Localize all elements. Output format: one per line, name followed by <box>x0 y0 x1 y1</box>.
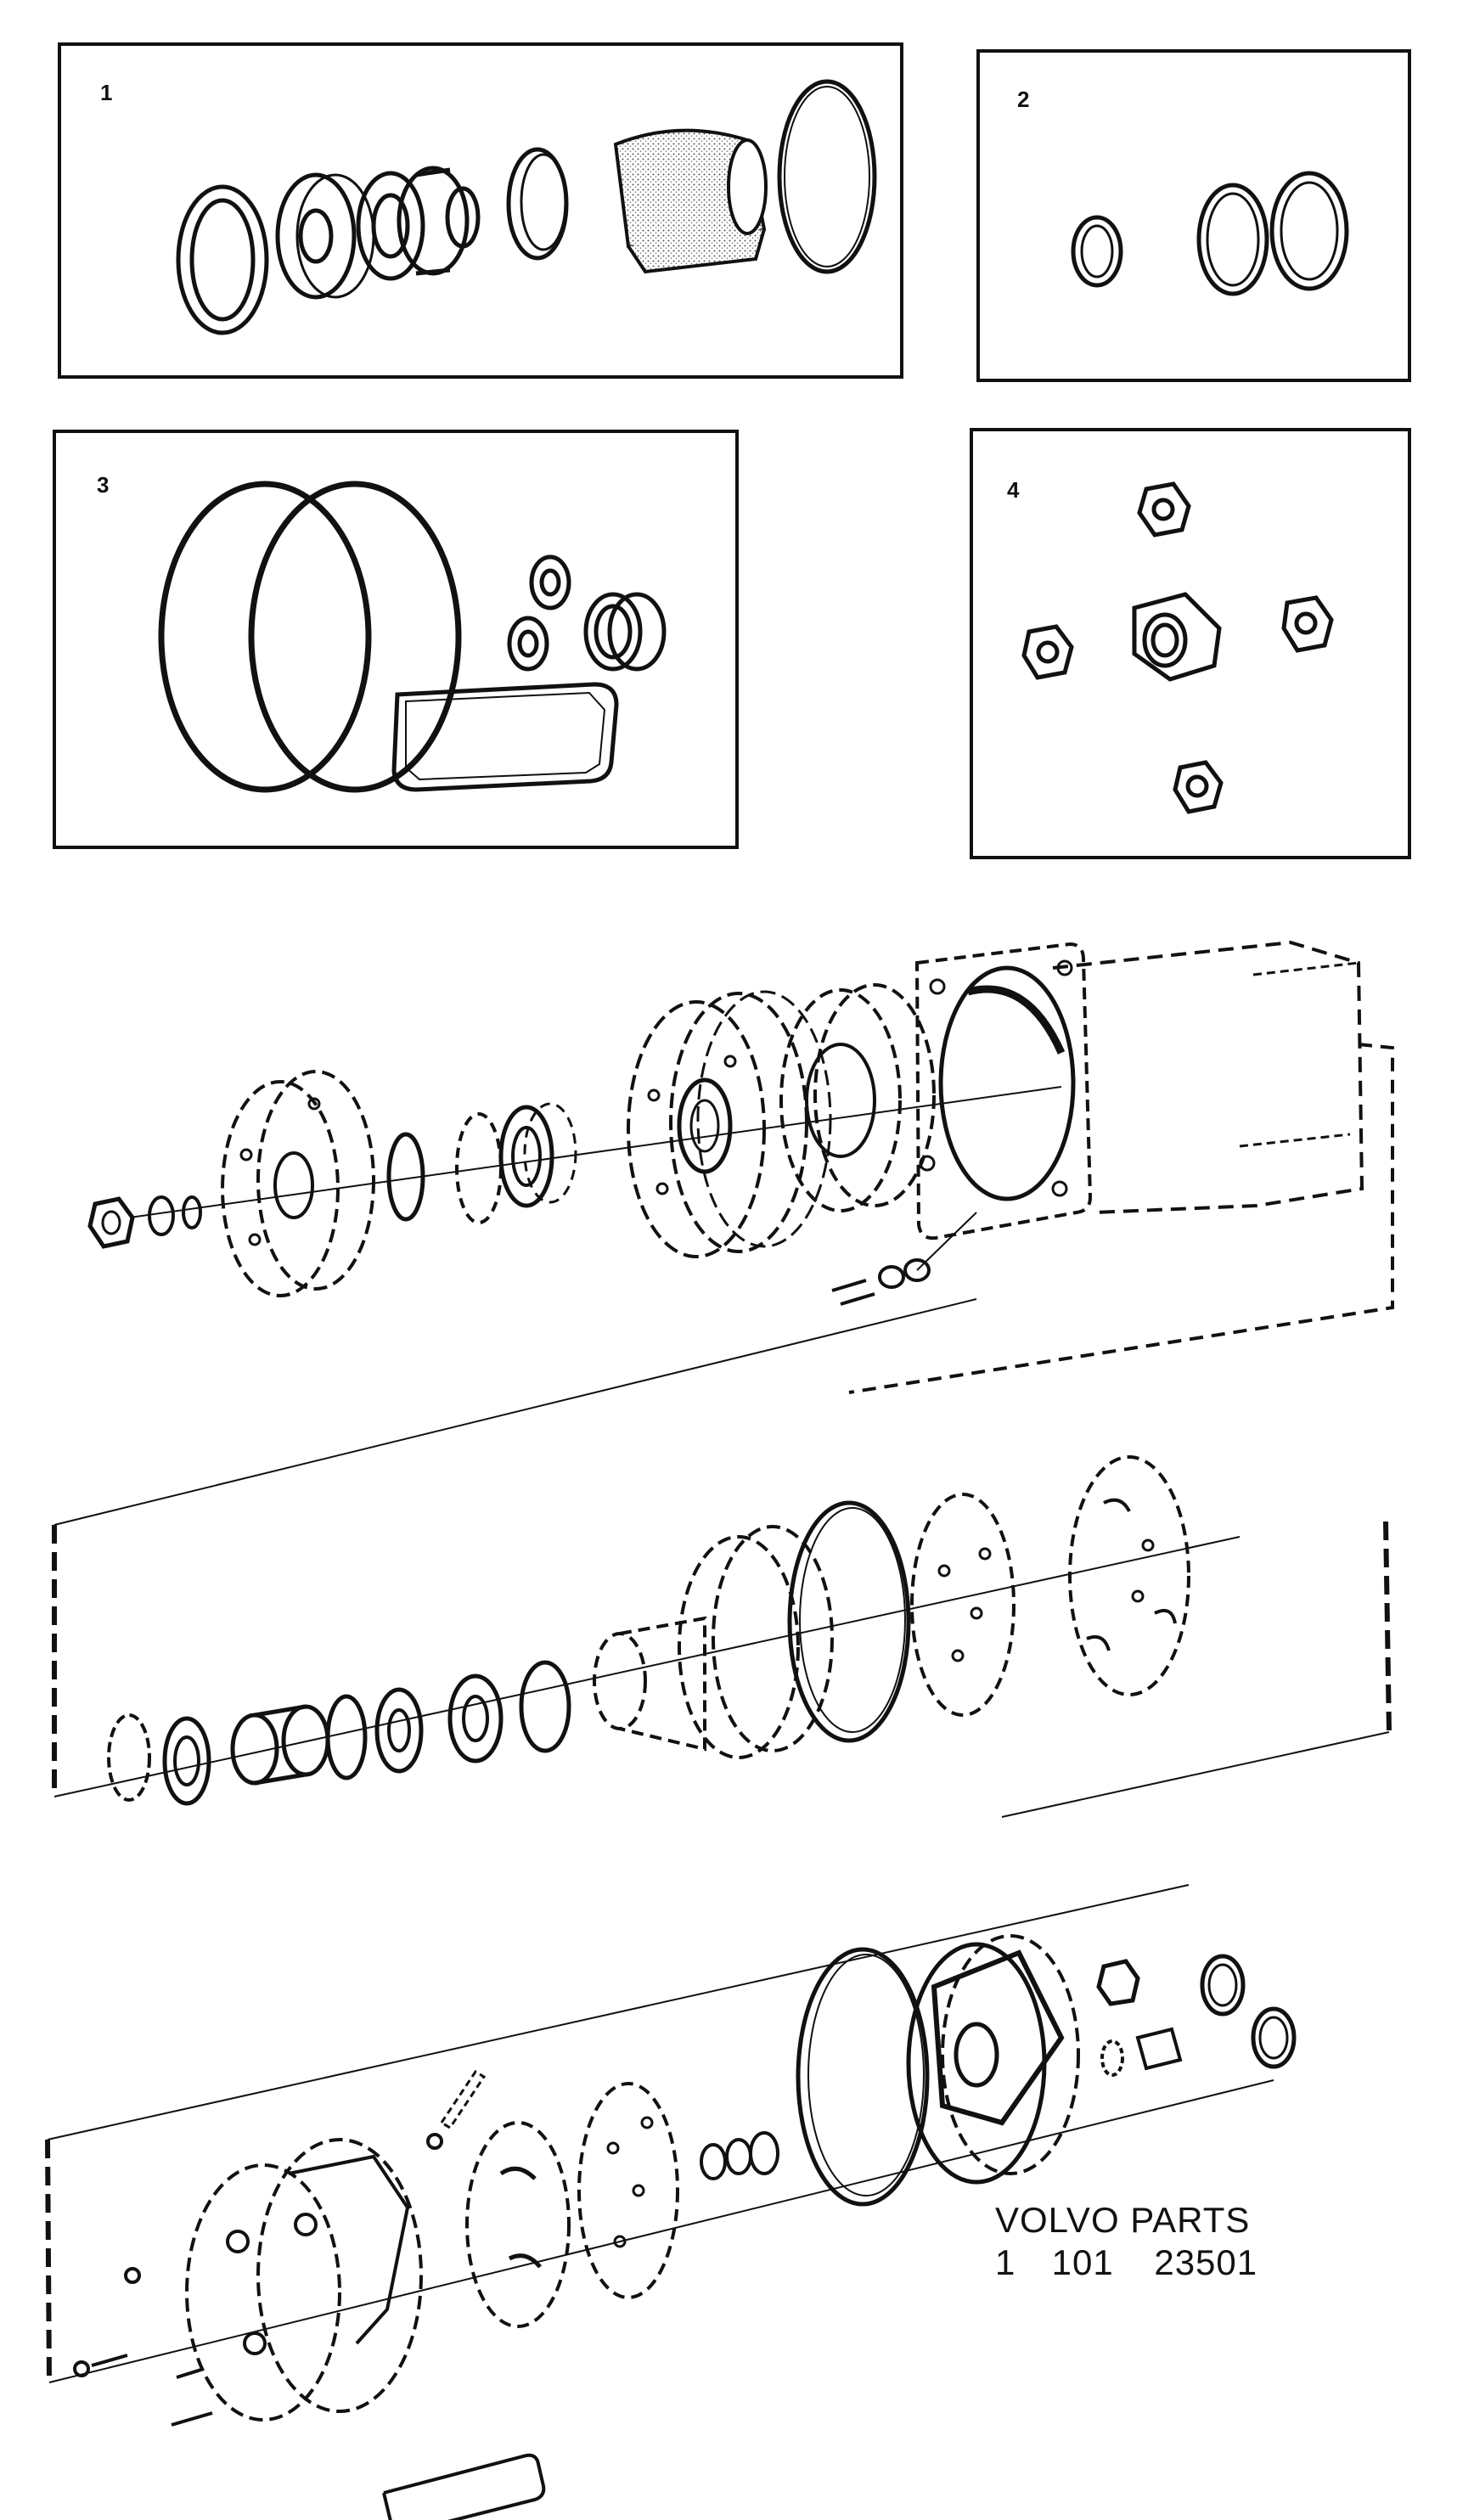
inset-4-nuts: 4 <box>970 428 1411 859</box>
part-number-tail: 23501 <box>1154 2242 1258 2282</box>
o-ring-small-part <box>506 147 569 261</box>
small-seal-rings <box>507 554 667 672</box>
nut-set <box>1021 481 1334 814</box>
part-number-mid: 101 <box>1051 2242 1114 2282</box>
felt-sleeve-part <box>613 128 768 274</box>
inset-4-number: 4 <box>1007 477 1020 503</box>
circlip-part <box>176 184 269 335</box>
part-number: 1 101 23501 <box>995 2242 1257 2284</box>
o-ring-large-part <box>777 79 877 274</box>
shaft-seal-part <box>356 166 481 281</box>
inset-3-number: 3 <box>97 472 109 498</box>
inset-1-number: 1 <box>100 80 112 105</box>
brand-label: VOLVO PARTS <box>995 2200 1251 2240</box>
inset-2-circlips: 2 <box>976 49 1411 382</box>
part-number-lead: 1 <box>995 2242 1016 2282</box>
inset-2-number: 2 <box>1017 87 1029 112</box>
assembly-row-2 <box>52 1298 1392 1818</box>
inset-1-seal-kit: 1 <box>58 42 903 379</box>
inset-3-o-rings: 3 <box>53 430 739 849</box>
large-seal-rings <box>158 481 619 793</box>
parts-caption: VOLVO PARTS 1 101 23501 <box>995 2199 1257 2284</box>
assembly-row-3 <box>45 1884 1297 2520</box>
assembly-row-1 <box>87 940 1394 1394</box>
circlip-set <box>1071 171 1349 296</box>
